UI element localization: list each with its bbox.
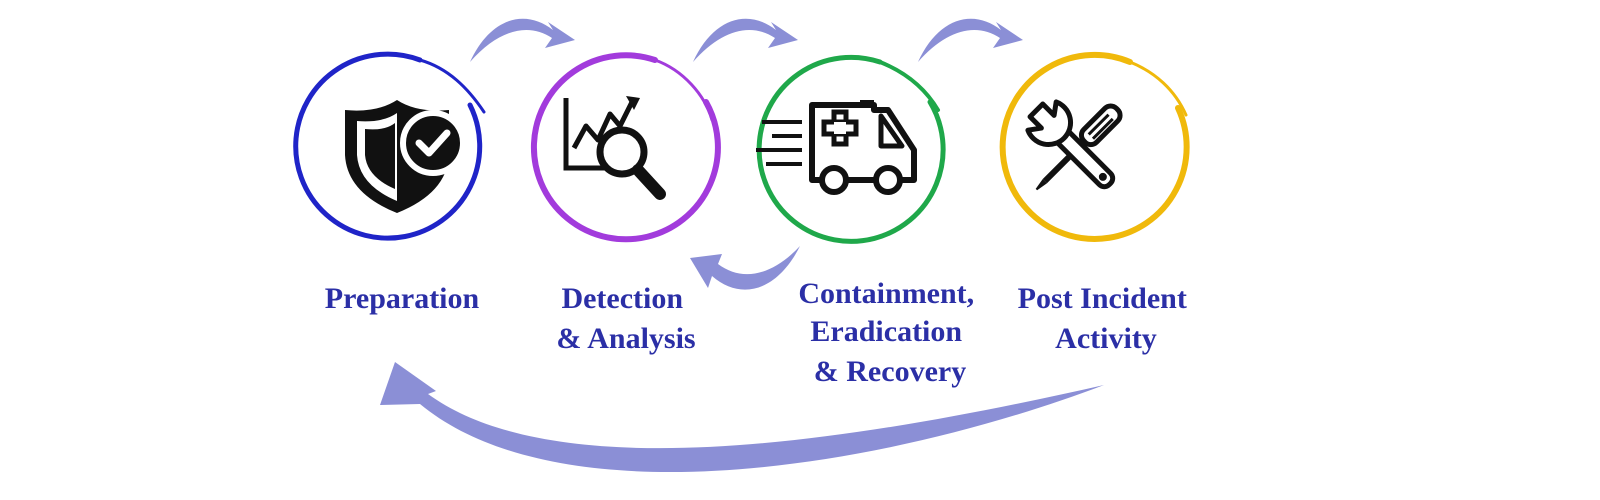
arrow-detection-to-containment xyxy=(693,18,798,62)
stage-ring-detection xyxy=(530,52,721,243)
stage-ring-post-incident xyxy=(999,52,1190,242)
stage-label-post-incident-activity: Post Incident Activity xyxy=(1018,282,1195,355)
arrow-containment-to-detection xyxy=(690,246,800,290)
stage-ring-containment xyxy=(756,54,946,244)
stage-icons xyxy=(345,96,1123,213)
stage-rings xyxy=(293,51,1190,244)
stage-label-detection-analysis: Detection & Analysis xyxy=(556,282,695,355)
wrench-screwdriver-icon xyxy=(1025,99,1123,191)
ambulance-icon xyxy=(756,100,917,195)
stage-label-preparation: Preparation xyxy=(325,282,480,315)
stage-labels: Preparation Detection & Analysis Contain… xyxy=(325,277,1195,388)
arrow-preparation-to-detection xyxy=(470,18,575,62)
stage-ring-preparation xyxy=(293,51,486,241)
chart-magnifier-icon xyxy=(563,96,666,200)
arrow-post-incident-to-preparation xyxy=(380,362,1104,473)
stage-label-containment: Containment, Eradication & Recovery xyxy=(798,277,981,388)
flow-arrows xyxy=(380,18,1104,473)
arrow-containment-to-post-incident xyxy=(918,18,1023,62)
shield-check-icon xyxy=(345,100,466,213)
